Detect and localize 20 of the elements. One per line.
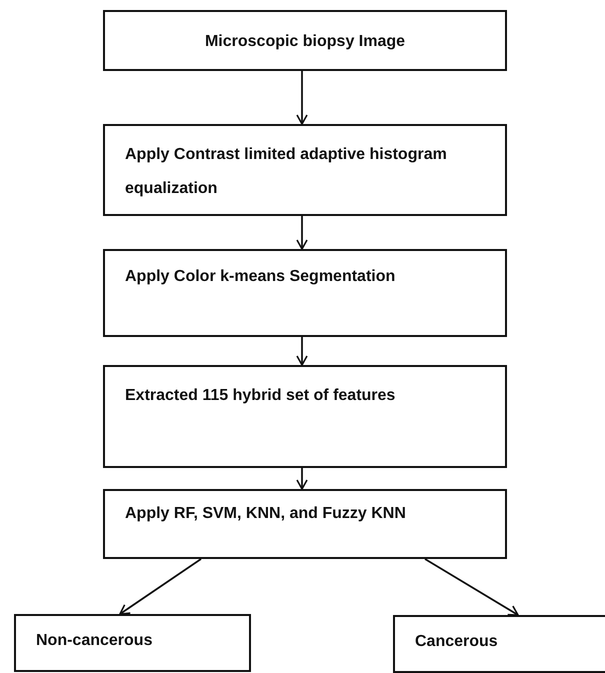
process-box <box>393 615 605 673</box>
process-box <box>103 249 507 337</box>
arrow <box>296 337 308 366</box>
step-label: Microscopic biopsy Image <box>204 32 406 52</box>
process-box <box>103 489 507 559</box>
process-box <box>14 614 251 672</box>
arrow <box>296 71 308 125</box>
step-label: Apply Contrast limited adaptive histogram equalization <box>125 145 448 199</box>
process-box <box>103 124 507 216</box>
process-box <box>103 10 507 71</box>
arrow <box>119 558 202 615</box>
arrow <box>296 468 308 490</box>
step-label: Apply RF, SVM, KNN, and Fuzzy KNN <box>125 504 407 524</box>
step-label: Cancerous <box>415 632 499 652</box>
arrow <box>424 558 519 616</box>
step-label: Non-cancerous <box>36 631 154 651</box>
step-label: Apply Color k-means Segmentation <box>125 267 396 287</box>
process-box <box>103 365 507 468</box>
arrow <box>296 216 308 250</box>
step-label: Extracted 115 hybrid set of features <box>125 386 396 406</box>
